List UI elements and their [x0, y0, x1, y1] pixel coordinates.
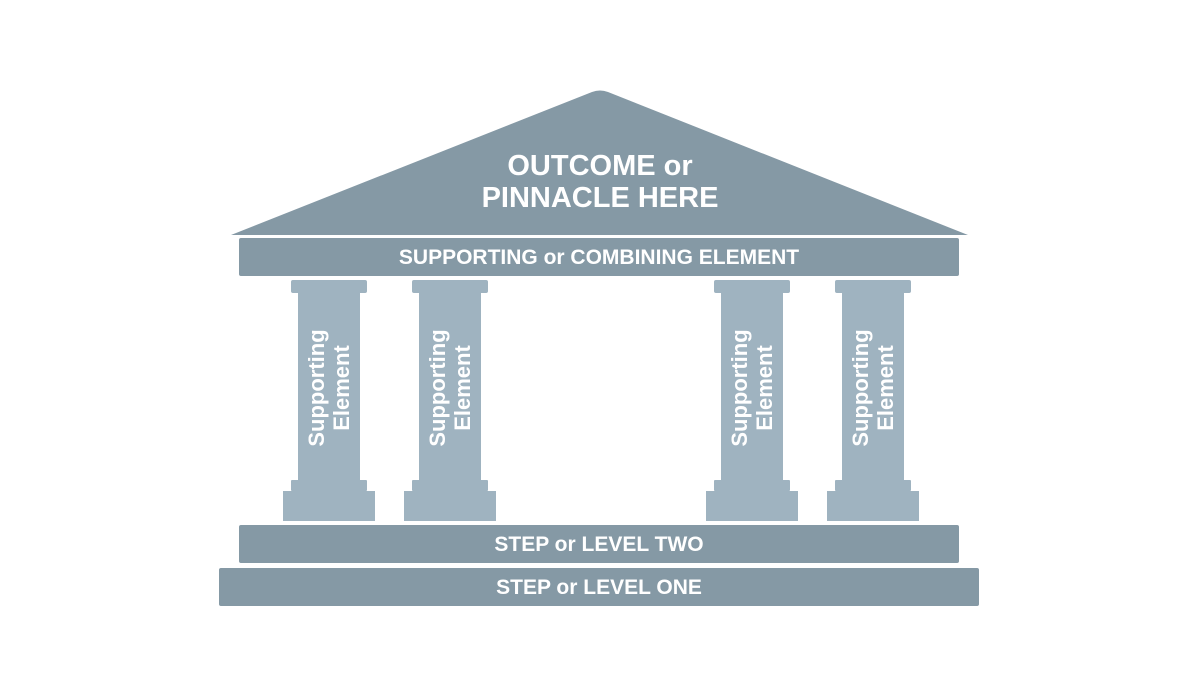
step-level-two [239, 525, 959, 563]
column-4-label-line2: Element [873, 345, 898, 431]
column-2-label-line2: Element [450, 345, 475, 431]
supporting-column-3: Supporting Element [706, 280, 798, 521]
column-4-label-line1: Supporting [848, 329, 873, 446]
step-two-label: STEP or LEVEL TWO [494, 533, 703, 556]
beam-label: SUPPORTING or COMBINING ELEMENT [399, 246, 799, 269]
step-level-one [219, 568, 979, 606]
supporting-column-1: Supporting Element [283, 280, 375, 521]
column-2-label-line1: Supporting [425, 329, 450, 446]
column-1-label-line1: Supporting [304, 329, 329, 446]
supporting-column-2: Supporting Element [404, 280, 496, 521]
column-3-label-line2: Element [752, 345, 777, 431]
roof-label-line2: PINNACLE HERE [482, 182, 719, 214]
column-3-label-line1: Supporting [727, 329, 752, 446]
supporting-beam [239, 238, 959, 276]
step-one-label: STEP or LEVEL ONE [496, 576, 702, 599]
column-1-label-line2: Element [329, 345, 354, 431]
roof-pediment [231, 90, 968, 235]
supporting-column-4: Supporting Element [827, 280, 919, 521]
roof-label-line1: OUTCOME or [507, 150, 692, 182]
